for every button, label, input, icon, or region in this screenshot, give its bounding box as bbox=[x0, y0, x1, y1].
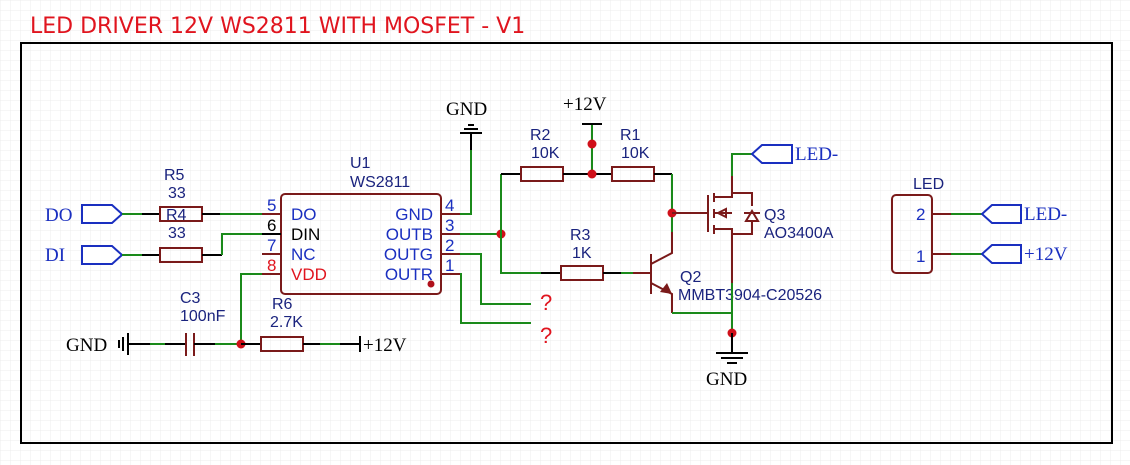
capacitor-c3[interactable]: C3 100nF bbox=[180, 290, 226, 356]
junction-dot bbox=[587, 169, 597, 179]
svg-text:5: 5 bbox=[267, 196, 276, 215]
resistor-r5[interactable]: R5 33 bbox=[159, 167, 203, 222]
unconnected-marker-outg: ? bbox=[540, 290, 552, 315]
unconnected-marker-outr: ? bbox=[540, 323, 552, 348]
svg-text:4: 4 bbox=[445, 196, 454, 215]
svg-text:VDD: VDD bbox=[291, 265, 327, 284]
svg-text:WS2811: WS2811 bbox=[350, 174, 410, 191]
ic-u1-ws2811[interactable]: U1 WS2811 5 6 7 8 DO DIN NC VDD 4 3 2 1 … bbox=[262, 155, 460, 295]
svg-text:2: 2 bbox=[445, 236, 454, 255]
svg-text:2.7K: 2.7K bbox=[270, 314, 303, 331]
svg-text:3: 3 bbox=[445, 216, 454, 235]
svg-text:7: 7 bbox=[267, 236, 276, 255]
svg-text:GND: GND bbox=[706, 369, 747, 390]
svg-text:LED: LED bbox=[913, 176, 944, 193]
vcc-label-left: +12V bbox=[363, 335, 407, 356]
svg-text:DIN: DIN bbox=[291, 225, 320, 244]
port-do[interactable]: DO bbox=[45, 204, 124, 226]
svg-text:R4: R4 bbox=[166, 207, 187, 224]
resistor-r2[interactable]: R2 10K bbox=[520, 127, 564, 182]
port-di[interactable]: DI bbox=[45, 245, 124, 266]
svg-text:R6: R6 bbox=[272, 296, 293, 313]
svg-text:NC: NC bbox=[291, 245, 316, 264]
svg-text:GND: GND bbox=[446, 99, 487, 120]
svg-text:R2: R2 bbox=[530, 127, 551, 144]
svg-text:LED-: LED- bbox=[795, 144, 838, 165]
junction-dot bbox=[587, 139, 597, 149]
resistor-r1[interactable]: R1 10K bbox=[611, 127, 655, 182]
svg-text:DO: DO bbox=[291, 205, 317, 224]
schematic-title: LED DRIVER 12V WS2811 WITH MOSFET - V1 bbox=[30, 14, 525, 39]
svg-text:Q2: Q2 bbox=[680, 269, 701, 286]
svg-text:R5: R5 bbox=[164, 167, 185, 184]
svg-text:10K: 10K bbox=[621, 145, 650, 162]
port-vcc-conn[interactable]: +12V bbox=[980, 244, 1068, 265]
svg-text:U1: U1 bbox=[350, 155, 371, 172]
gnd-symbol-top: GND bbox=[446, 99, 487, 134]
port-led-minus-q3[interactable]: LED- bbox=[750, 144, 838, 165]
svg-text:GND: GND bbox=[66, 335, 107, 356]
svg-text:1: 1 bbox=[916, 247, 925, 266]
transistor-q2[interactable]: Q2 MMBT3904-C20526 bbox=[650, 232, 822, 313]
svg-text:100nF: 100nF bbox=[180, 308, 226, 325]
gnd-symbol-left: GND bbox=[66, 333, 129, 356]
svg-text:R1: R1 bbox=[620, 127, 641, 144]
svg-text:Q3: Q3 bbox=[764, 207, 785, 224]
svg-text:GND: GND bbox=[395, 205, 433, 224]
mosfet-q3[interactable]: Q3 AO3400A bbox=[707, 192, 834, 242]
resistor-r3[interactable]: R3 1K bbox=[560, 227, 604, 281]
svg-text:DI: DI bbox=[45, 245, 65, 266]
svg-text:2: 2 bbox=[916, 205, 925, 224]
resistor-r4[interactable]: R4 33 bbox=[159, 207, 203, 263]
svg-text:C3: C3 bbox=[180, 290, 201, 307]
svg-text:AO3400A: AO3400A bbox=[764, 225, 834, 242]
port-led-minus-conn[interactable]: LED- bbox=[980, 204, 1067, 225]
svg-text:DO: DO bbox=[45, 205, 72, 226]
svg-text:OUTR: OUTR bbox=[385, 265, 433, 284]
svg-text:6: 6 bbox=[267, 216, 276, 235]
vcc-label-top: +12V bbox=[563, 94, 607, 115]
svg-text:LED-: LED- bbox=[1024, 204, 1067, 225]
connector-led[interactable]: LED 2 1 bbox=[891, 176, 951, 274]
svg-text:8: 8 bbox=[267, 256, 276, 275]
svg-text:R3: R3 bbox=[570, 227, 591, 244]
gnd-symbol-bottom: GND bbox=[706, 352, 748, 390]
svg-text:OUTB: OUTB bbox=[386, 225, 433, 244]
svg-text:10K: 10K bbox=[531, 145, 560, 162]
sheet-frame bbox=[20, 42, 1113, 444]
svg-text:+12V: +12V bbox=[1024, 244, 1068, 265]
svg-text:33: 33 bbox=[168, 185, 186, 202]
svg-text:1K: 1K bbox=[572, 245, 592, 262]
svg-text:1: 1 bbox=[445, 256, 454, 275]
svg-text:MMBT3904-C20526: MMBT3904-C20526 bbox=[678, 287, 822, 304]
svg-text:33: 33 bbox=[168, 225, 186, 242]
svg-text:OUTG: OUTG bbox=[384, 245, 433, 264]
